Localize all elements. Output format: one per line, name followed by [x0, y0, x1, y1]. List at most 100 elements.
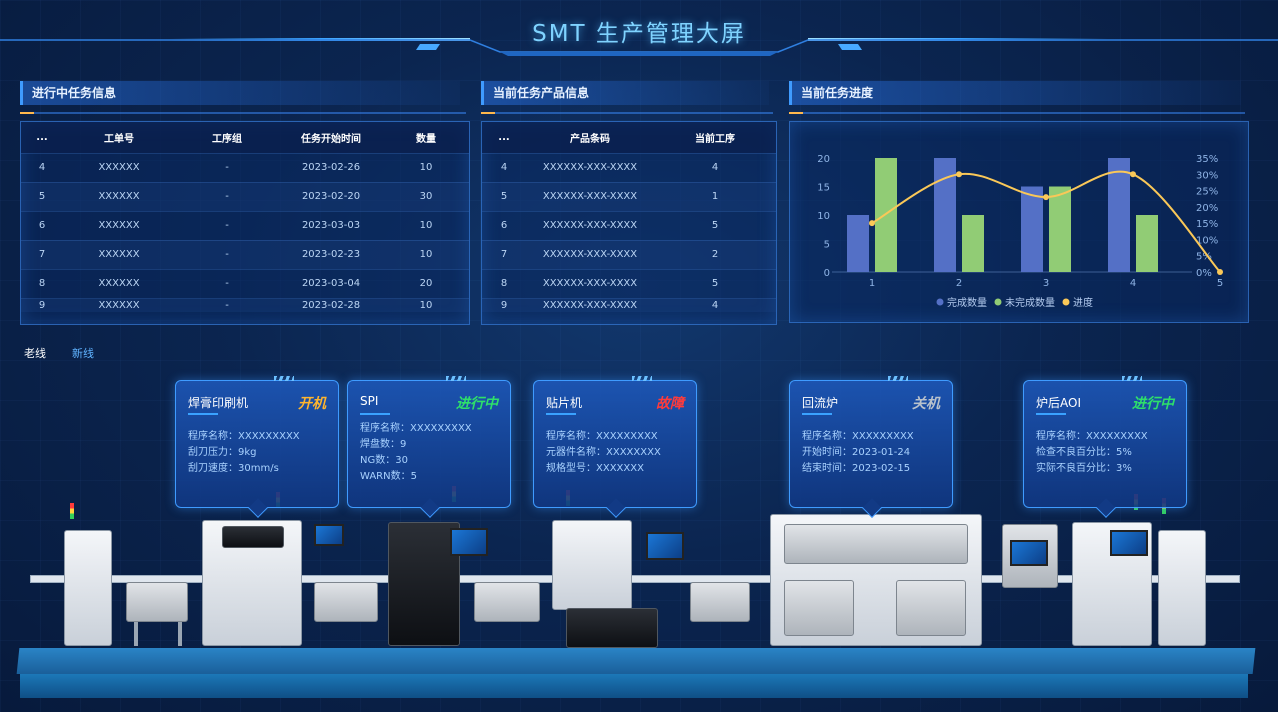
- machine-status: 关机: [912, 396, 940, 412]
- right-axis-tick-label: 35%: [1196, 154, 1218, 165]
- table-cell: 2023-03-04: [279, 268, 383, 298]
- left-axis-tick-label: 15: [817, 183, 830, 194]
- tasks-col-order[interactable]: 工单号: [63, 122, 175, 153]
- tasks-panel-title: 进行中任务信息: [32, 86, 117, 100]
- table-cell: 10: [383, 152, 469, 182]
- table-cell: 9: [21, 297, 63, 312]
- machine-name: 回流炉: [802, 396, 839, 410]
- machine-fields: 程序名称：XXXXXXXXX 焊盘数：9 NG数：30 WARN数：5: [360, 421, 472, 485]
- table-cell: XXXXXX: [63, 297, 175, 312]
- tasks-col-qty[interactable]: 数量: [383, 122, 469, 153]
- chart-bar: [1021, 186, 1043, 272]
- progress-line: [871, 170, 1221, 273]
- page-header: SMT 生产管理大屏: [0, 0, 1278, 62]
- machine-card-spi[interactable]: SPI 进行中 程序名称：XXXXXXXXX 焊盘数：9 NG数：30 WARN…: [347, 376, 511, 518]
- progress-point: [869, 220, 875, 227]
- card-title-underline: [360, 413, 390, 415]
- table-cell: 8: [21, 268, 63, 298]
- legend-marker: [994, 298, 1002, 306]
- table-cell: XXXXXX: [63, 239, 175, 269]
- machine-field: 规格型号：XXXXXXX: [546, 463, 644, 474]
- table-cell: XXXXXX: [63, 210, 175, 240]
- table-cell: XXXXXX-XXX-XXXX: [526, 239, 654, 269]
- legend-label: 未完成数量: [1005, 296, 1055, 309]
- machine-field: 刮刀压力：9kg: [188, 447, 257, 458]
- table-cell: 6: [482, 210, 526, 240]
- table-cell: 2023-02-23: [279, 239, 383, 269]
- machine-field: 程序名称：XXXXXXXXX: [546, 431, 658, 442]
- machine-status: 故障: [656, 396, 684, 412]
- header-frame: [0, 39, 1278, 56]
- table-cell: 5: [654, 268, 776, 298]
- product-col-barcode[interactable]: 产品条码: [526, 122, 654, 153]
- machine-field: 结束时间：2023-02-15: [802, 463, 911, 474]
- tasks-panel-header: 进行中任务信息: [20, 81, 460, 105]
- chart-bar: [1108, 158, 1130, 272]
- table-cell: -: [175, 297, 279, 312]
- machine-field: 实际不良百分比：3%: [1036, 463, 1132, 474]
- right-axis-tick-label: 20%: [1196, 203, 1218, 214]
- table-cell: 20: [383, 268, 469, 298]
- conveyor-rail: [30, 575, 1240, 583]
- right-axis-tick-label: 5%: [1196, 252, 1212, 263]
- aoi-monitor: [1110, 530, 1148, 556]
- loader-signal-lamp: [70, 503, 74, 519]
- tasks-col-index[interactable]: ...: [21, 122, 63, 153]
- spi-monitor: [450, 528, 488, 556]
- product-panel-header: 当前任务产品信息: [481, 81, 769, 105]
- table-cell: 4: [654, 297, 776, 312]
- table-cell: 2023-02-26: [279, 152, 383, 182]
- machine-name: SPI: [360, 394, 379, 408]
- tab-new-line[interactable]: 新线: [72, 347, 94, 360]
- machine-fields: 程序名称：XXXXXXXXX 检查不良百分比：5% 实际不良百分比：3%: [1036, 429, 1148, 477]
- chart-bar: [934, 158, 956, 272]
- line-platform-front: [20, 674, 1248, 698]
- machine-status: 开机: [298, 396, 326, 412]
- tab-old-line[interactable]: 老线: [24, 347, 46, 360]
- machine-field: 程序名称：XXXXXXXXX: [188, 431, 300, 442]
- progress-point: [956, 171, 962, 178]
- table-cell: 4: [21, 152, 63, 182]
- printer-window: [222, 526, 284, 548]
- card-title-underline: [802, 413, 832, 415]
- progress-panel-header: 当前任务进度: [789, 81, 1241, 105]
- table-cell: 6: [21, 210, 63, 240]
- table-cell: XXXXXX-XXX-XXXX: [526, 297, 654, 312]
- machine-card-reflow[interactable]: 回流炉 关机 程序名称：XXXXXXXXX 开始时间：2023-01-24 结束…: [789, 376, 953, 518]
- table-cell: 5: [482, 181, 526, 211]
- right-axis-tick-label: 15%: [1196, 219, 1218, 230]
- tasks-col-start[interactable]: 任务开始时间: [279, 122, 383, 153]
- x-axis-tick-label: 5: [1217, 278, 1223, 289]
- machine-card-aoi[interactable]: 炉后AOI 进行中 程序名称：XXXXXXXXX 检查不良百分比：5% 实际不良…: [1023, 376, 1187, 518]
- table-cell: XXXXXX-XXX-XXXX: [526, 210, 654, 240]
- product-col-index[interactable]: ...: [482, 122, 526, 153]
- progress-point: [1043, 194, 1049, 201]
- machine-card-printer[interactable]: 焊膏印刷机 开机 程序名称：XXXXXXXXX 刮刀压力：9kg 刮刀速度：30…: [175, 376, 339, 518]
- table-cell: XXXXXX: [63, 181, 175, 211]
- tasks-col-group[interactable]: 工序组: [175, 122, 279, 153]
- card-decoration: [274, 376, 294, 381]
- machine-field: NG数：30: [360, 455, 408, 466]
- machine-card-pick-and-place[interactable]: 贴片机 故障 程序名称：XXXXXXXXX 元器件名称：XXXXXXXX 规格型…: [533, 376, 697, 518]
- table-cell: -: [175, 239, 279, 269]
- product-col-process[interactable]: 当前工序: [654, 122, 776, 153]
- table-cell: XXXXXX-XXX-XXXX: [526, 152, 654, 182]
- table-cell: 4: [482, 152, 526, 182]
- left-axis-tick-label: 0: [824, 268, 830, 279]
- legend-label: 完成数量: [947, 296, 987, 309]
- right-axis-tick-label: 0%: [1196, 268, 1212, 279]
